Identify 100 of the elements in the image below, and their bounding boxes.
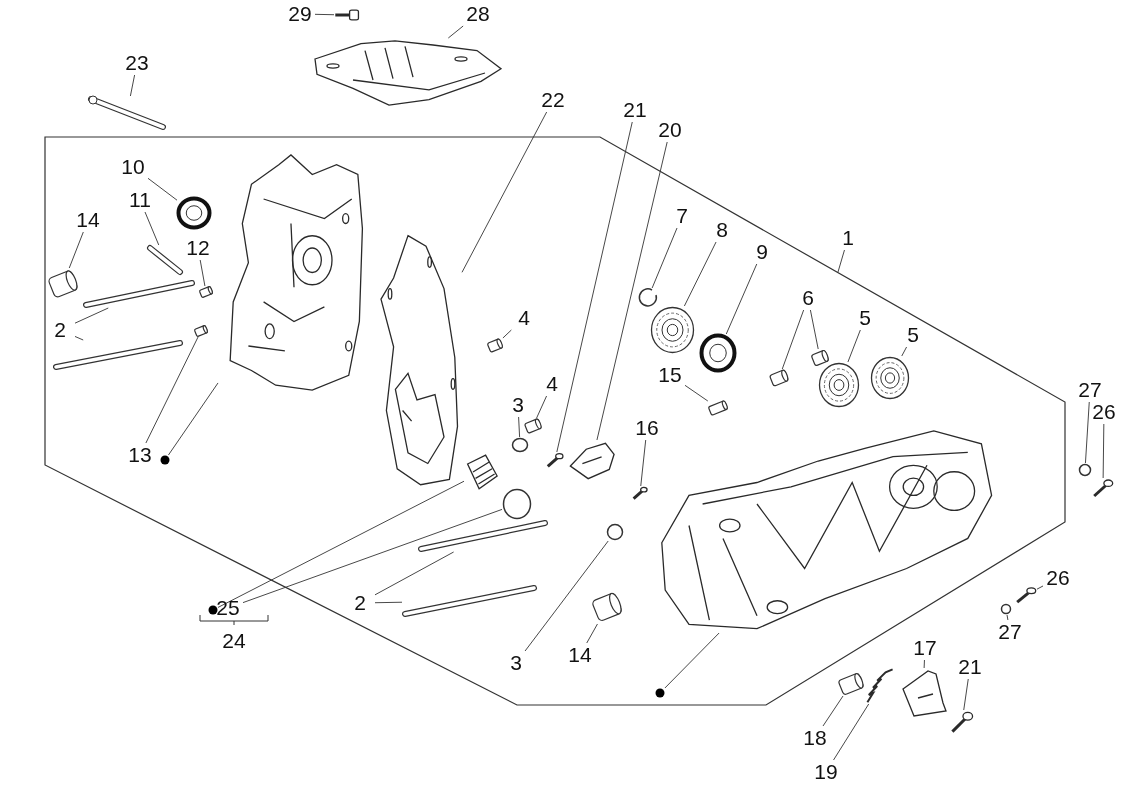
dowel-drawing (198, 286, 214, 298)
callout-number: 26 (1089, 400, 1119, 424)
callout-number: 26 (1043, 566, 1073, 590)
leader-line (502, 329, 512, 339)
callout-number: 7 (667, 204, 697, 228)
oil-seal-drawing (177, 197, 211, 229)
callout-number: 21 (620, 98, 650, 122)
callout-number: 15 (655, 363, 685, 387)
callout-number: 27 (995, 620, 1025, 644)
leader-line (374, 551, 455, 596)
callout-number: 21 (955, 655, 985, 679)
bracket-drawing (568, 440, 616, 482)
leader-line (145, 336, 199, 444)
dowel-drawing (193, 325, 209, 337)
leader-line (1102, 423, 1105, 479)
leader-line (809, 309, 819, 350)
callout-number: 25 (213, 596, 243, 620)
washer-drawing (1078, 463, 1092, 477)
callout-number: 3 (503, 393, 533, 417)
circlip-drawing (638, 288, 658, 308)
stud-drawing (402, 585, 537, 617)
leader-line (168, 382, 219, 456)
leader-line (923, 659, 925, 669)
callout-number: 8 (707, 218, 737, 242)
dowel-drawing (768, 369, 790, 387)
leader-line (217, 480, 465, 608)
callout-number: 14 (73, 208, 103, 232)
callout-number: 27 (1075, 378, 1105, 402)
leader-line (199, 259, 206, 287)
leader-line (640, 439, 647, 487)
leader-line (596, 141, 668, 441)
spring-drawing (866, 668, 894, 704)
callout-number: 4 (509, 306, 539, 330)
washer-drawing (1000, 603, 1012, 615)
leader-line (901, 346, 908, 357)
ring-drawing (606, 523, 624, 541)
bolt-drawing (88, 96, 166, 130)
callout-number: 16 (632, 416, 662, 440)
callout-number: 6 (793, 286, 823, 310)
callout-number: 10 (118, 155, 148, 179)
callout-number: 24 (221, 629, 247, 653)
screw-drawing (632, 486, 648, 500)
callout-number: 9 (747, 240, 777, 264)
leader-line (847, 329, 861, 363)
leader-line (518, 416, 521, 438)
leader-line (781, 309, 805, 370)
callout-number: 11 (125, 188, 155, 212)
leader-line (374, 601, 403, 604)
screw-drawing (950, 710, 974, 734)
callout-number: 3 (501, 651, 531, 675)
leader-line (684, 384, 709, 402)
leader-line (725, 263, 758, 335)
dot-marker (655, 688, 665, 698)
callout-number: 28 (463, 2, 493, 26)
screw-drawing (1015, 586, 1037, 604)
plug-drawing (464, 452, 500, 492)
leader-line (461, 111, 548, 273)
leader-line (556, 121, 633, 453)
leader-line (242, 508, 503, 604)
leader-line (147, 177, 178, 201)
oil-seal-drawing (700, 334, 736, 372)
leader-line (683, 241, 717, 307)
callout-number: 29 (285, 2, 315, 26)
leader-line (68, 231, 84, 269)
dot-marker (160, 455, 170, 465)
pin-drawing (147, 245, 183, 275)
o-ring-drawing (502, 488, 532, 520)
leader-line (314, 13, 335, 16)
leader-line (74, 336, 84, 341)
callout-number: 23 (122, 51, 152, 75)
leader-line (524, 540, 609, 652)
leader-line (1006, 614, 1009, 621)
leader-line (447, 25, 464, 39)
leader-line (144, 211, 160, 246)
leader-line (837, 249, 845, 273)
stud-drawing (418, 520, 548, 552)
leader-line (651, 227, 678, 289)
leader-line (74, 307, 109, 324)
callout-number: 2 (45, 318, 75, 342)
bearing-drawing (818, 362, 860, 408)
callout-number: 13 (125, 443, 155, 467)
leader-line (536, 395, 548, 419)
screw-drawing (1092, 478, 1114, 498)
bearing-drawing (650, 306, 695, 354)
leader-line (1085, 401, 1090, 464)
leader-line (1036, 585, 1044, 590)
leader-line (963, 678, 969, 711)
callout-number: 4 (537, 372, 567, 396)
callout-number: 12 (183, 236, 213, 260)
callout-number: 17 (910, 636, 940, 660)
stud-drawing (83, 280, 195, 308)
callout-number: 2 (345, 591, 375, 615)
dowel-drawing (523, 418, 543, 434)
leader-line (129, 74, 136, 97)
bearing-drawing (870, 356, 910, 400)
callout-number: 18 (800, 726, 830, 750)
callout-number: 19 (811, 760, 841, 784)
leader-line (664, 632, 720, 689)
fitting-drawing (706, 401, 730, 415)
leader-line (586, 623, 598, 644)
